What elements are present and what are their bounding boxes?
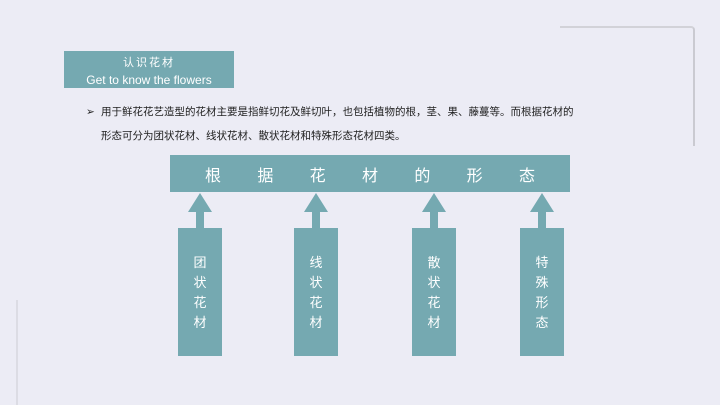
box-char: 材: [309, 316, 323, 331]
box-char: 线: [309, 256, 323, 271]
banner-char: 据: [257, 165, 274, 185]
intro-paragraph: ➢ 用于鲜花花艺造型的花材主要是指鲜切花及鲜切叶，也包括植物的根，茎、果、藤蔓等…: [86, 100, 646, 148]
banner-char: 形: [466, 165, 483, 185]
banner-char: 花: [309, 165, 326, 185]
box-char: 花: [309, 296, 323, 311]
box-char: 特: [535, 256, 549, 271]
box-special: 特殊形态: [520, 228, 564, 356]
top-banner: 根 据 花 材 的 形 态: [170, 155, 570, 192]
paragraph-line-2: 形态可分为团状花材、线状花材、散状花材和特殊形态花材四类。: [101, 130, 406, 142]
page-border: [16, 300, 18, 405]
page-curl-decoration: [560, 26, 695, 146]
box-char: 材: [193, 316, 207, 331]
paragraph-line-1: 用于鲜花花艺造型的花材主要是指鲜切花及鲜切叶，也包括植物的根，茎、果、藤蔓等。而…: [101, 106, 574, 118]
header-title-cn: 认识花材: [123, 57, 175, 69]
up-arrow-icon: [422, 193, 446, 228]
banner-char: 材: [361, 165, 378, 185]
box-char: 材: [427, 316, 441, 331]
header-title-en: Get to know the flowers: [86, 73, 212, 87]
box-char: 状: [427, 276, 441, 291]
bullet-icon: ➢: [86, 106, 95, 118]
box-char: 态: [535, 316, 549, 331]
up-arrow-icon: [188, 193, 212, 228]
box-char: 花: [427, 296, 441, 311]
up-arrow-icon: [530, 193, 554, 228]
box-char: 散: [427, 256, 441, 271]
up-arrow-icon: [304, 193, 328, 228]
banner-char: 的: [414, 165, 431, 185]
banner-char: 态: [518, 165, 535, 185]
section-header: 认识花材 Get to know the flowers: [64, 51, 234, 88]
box-char: 状: [193, 276, 207, 291]
box-clump: 团状花材: [178, 228, 222, 356]
box-char: 殊: [535, 276, 549, 291]
box-char: 状: [309, 276, 323, 291]
banner-char: 根: [205, 165, 222, 185]
box-char: 团: [193, 256, 207, 271]
box-scattered: 散状花材: [412, 228, 456, 356]
box-char: 形: [535, 296, 549, 311]
box-char: 花: [193, 296, 207, 311]
box-line: 线状花材: [294, 228, 338, 356]
